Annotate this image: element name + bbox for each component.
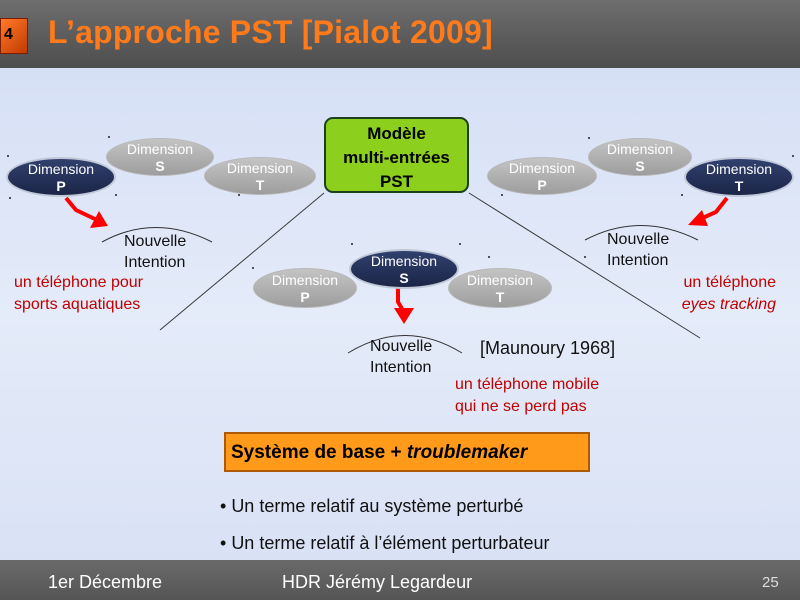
left-intention-label: Nouvelle Intention [124, 231, 186, 273]
intention-arc-center [347, 335, 463, 354]
dimension-letter: S [399, 270, 409, 286]
intention-line-1: Nouvelle [124, 233, 187, 250]
dimension-letter: T [495, 289, 505, 305]
intention-line-2: Intention [124, 254, 186, 271]
red-arrow-left [64, 196, 108, 228]
center-example-text: un téléphone mobile qui ne se perd pas [455, 374, 599, 418]
model-line-1: Modèle [367, 124, 426, 143]
dimension-letter: S [155, 158, 165, 174]
connector-right [468, 192, 701, 339]
dimension-word: Dimension [27, 161, 95, 177]
bullet-item: • Un terme relatif au système perturbé [220, 496, 524, 516]
model-line-3: PST [379, 172, 414, 191]
dimension-word: Dimension [606, 141, 674, 157]
center-dimension-p: Dimension P [253, 268, 357, 308]
bullet-text: Un terme relatif à l’élément perturbateu… [231, 533, 550, 553]
example-line-2: eyes tracking [681, 296, 776, 313]
model-line-2: multi-entrées [343, 148, 450, 167]
footer-page-number: 25 [762, 574, 779, 591]
left-dimension-p: Dimension P [6, 157, 116, 197]
connector-left [159, 192, 325, 331]
dimension-word: Dimension [370, 253, 438, 269]
diagram-connectors [7, 136, 794, 354]
right-dimension-t: Dimension T [684, 157, 794, 197]
dimension-letter: S [635, 158, 645, 174]
intention-line-1: Nouvelle [370, 338, 433, 355]
center-dimension-s: Dimension S [349, 249, 459, 289]
example-line-1: un téléphone pour [14, 274, 143, 291]
dimension-letter: P [300, 289, 310, 305]
systeme-italic-text: troublemaker [406, 442, 528, 463]
intention-arc-left [101, 227, 213, 243]
right-example-text: un téléphone eyes tracking [660, 272, 776, 316]
dimension-word: Dimension [466, 272, 534, 288]
example-line-1: un téléphone [683, 274, 776, 291]
reference-citation: [Maunoury 1968] [480, 338, 616, 358]
dimension-word: Dimension [508, 160, 576, 176]
right-dimension-s: Dimension S [588, 138, 692, 176]
dimension-word: Dimension [705, 161, 773, 177]
systeme-bold-text: Système de base + [231, 442, 407, 463]
bullet-text: Un terme relatif au système perturbé [231, 496, 524, 516]
intention-arc-right [584, 225, 699, 241]
dimension-letter: T [255, 177, 265, 193]
footer-author: HDR Jérémy Legardeur [282, 572, 473, 592]
right-dimension-p: Dimension P [487, 157, 597, 195]
center-dimension-t: Dimension T [448, 268, 552, 308]
right-intention-label: Nouvelle Intention [607, 229, 669, 271]
left-dimension-s: Dimension S [106, 138, 214, 176]
center-intention-label: Nouvelle Intention [370, 336, 432, 378]
example-line-1: un téléphone mobile [455, 376, 600, 393]
slide-footer: 1er Décembre HDR Jérémy Legardeur 25 [0, 560, 800, 600]
dimension-letter: T [734, 178, 744, 194]
dimension-word: Dimension [126, 141, 194, 157]
red-arrow-right [688, 196, 729, 226]
intention-line-2: Intention [370, 359, 432, 376]
slide-header: 4 L’approche PST [Pialot 2009] [0, 0, 800, 68]
dimension-letter: P [537, 177, 547, 193]
slide-number: 4 [4, 26, 13, 43]
left-dimension-t: Dimension T [204, 157, 316, 195]
dimension-word: Dimension [271, 272, 339, 288]
left-example-text: un téléphone pour sports aquatiques [14, 272, 143, 316]
dimension-word: Dimension [226, 160, 294, 176]
slide-number-badge: 4 [0, 18, 28, 54]
footer-date: 1er Décembre [48, 572, 163, 592]
intention-line-1: Nouvelle [607, 231, 670, 248]
bullet-item: • Un terme relatif à l’élément perturbat… [220, 533, 550, 553]
example-line-2: sports aquatiques [14, 296, 141, 313]
dimension-letter: P [56, 178, 66, 194]
example-line-2: qui ne se perd pas [455, 398, 587, 415]
red-arrow-center [394, 286, 414, 324]
decorative-dots [7, 136, 794, 269]
systeme-box: Système de base + troublemaker [224, 432, 590, 472]
slide-title: L’approche PST [Pialot 2009] [48, 14, 493, 50]
intention-line-2: Intention [607, 252, 669, 269]
model-box: Modèle multi-entrées PST [324, 117, 469, 193]
